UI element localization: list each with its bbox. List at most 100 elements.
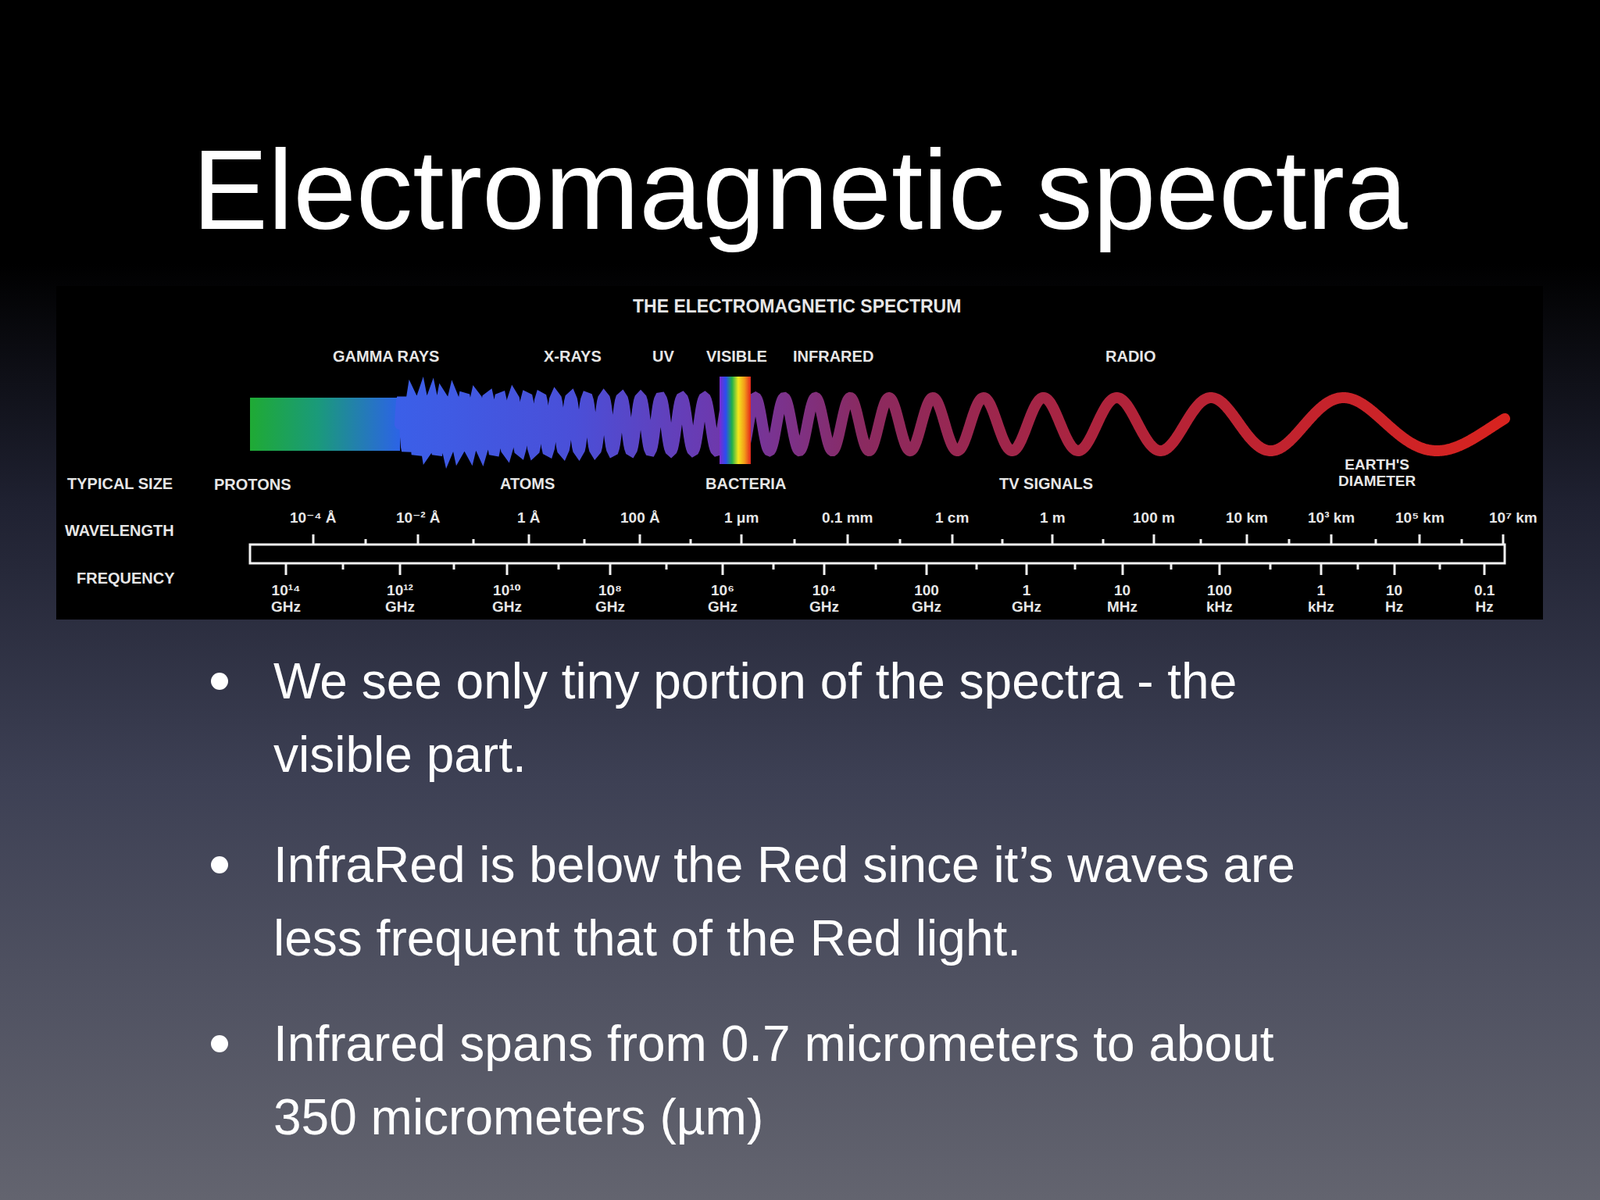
scale-tick: [1375, 539, 1378, 545]
scale-ticks: [285, 534, 1504, 575]
frequency-value: 100 kHz: [1206, 582, 1233, 615]
scale-tick: [1393, 563, 1397, 575]
scale-tick: [1330, 534, 1333, 545]
frequency-value: 1 kHz: [1307, 582, 1335, 615]
scale-tick: [721, 563, 725, 575]
scale-tick: [1460, 539, 1464, 545]
scale-tick: [1269, 563, 1272, 570]
scale-tick: [1025, 563, 1029, 575]
row-header: FREQUENCY: [76, 569, 175, 587]
scale-tick: [899, 539, 902, 545]
wavelength-value: 10 km: [1225, 509, 1268, 527]
wavelength-value: 1 cm: [935, 509, 969, 527]
band-name: VISIBLE: [706, 347, 768, 365]
scale-tick: [689, 539, 693, 545]
chart-ground: [56, 285, 1543, 620]
scale-tick: [1102, 539, 1105, 545]
scale-tick: [1288, 539, 1291, 545]
scale-tick: [1502, 534, 1505, 545]
scale-tick: [312, 534, 315, 545]
scale-tick: [1483, 563, 1486, 575]
scale-tick: [1218, 563, 1222, 575]
scale-tick: [875, 563, 878, 570]
size-example: TV SIGNALS: [999, 475, 1093, 493]
scale-tick: [399, 563, 402, 575]
wavelength-value: 10⁻² Å: [396, 509, 441, 527]
size-example: ATOMS: [500, 475, 555, 493]
scale-tick: [1246, 534, 1249, 545]
scale-tick: [417, 534, 420, 545]
bullet-text: We see only tiny portion of the spectra …: [273, 644, 1368, 792]
visible-band: [719, 376, 751, 465]
size-example: EARTH'S DIAMETER: [1338, 456, 1416, 490]
row-header: WAVELENGTH: [64, 521, 175, 540]
scale-tick: [665, 563, 668, 570]
scale-tick: [951, 534, 954, 545]
scale-tick: [1320, 563, 1323, 575]
wavelength-value: 10⁷ km: [1489, 509, 1538, 527]
band-name: GAMMA RAYS: [332, 347, 440, 365]
wavelength-value: 1 Å: [517, 509, 541, 527]
frequency-value: 100 GHz: [911, 582, 942, 615]
scale-tick: [472, 539, 475, 545]
scale-tick: [1200, 539, 1203, 545]
scale-tick: [342, 563, 345, 570]
scale-tick: [639, 534, 642, 545]
scale-tick: [740, 534, 743, 545]
scale-tick: [1153, 534, 1156, 545]
frequency-value: 10¹² GHz: [385, 582, 415, 615]
frequency-value: 10⁸ GHz: [595, 582, 625, 615]
scale-tick: [846, 534, 850, 545]
frequency-value: 10 MHz: [1107, 582, 1138, 615]
band-name: RADIO: [1105, 347, 1156, 365]
scale-tick: [1418, 534, 1422, 545]
bullet-text: Infrared spans from 0.7 micrometers to a…: [273, 1007, 1368, 1154]
scale-tick: [1001, 539, 1004, 545]
band-name: UV: [652, 347, 675, 365]
bullet-dots: [210, 672, 229, 1053]
scale-tick: [1051, 534, 1054, 545]
frequency-value: 10¹⁴ GHz: [271, 582, 301, 615]
scale-tick: [793, 539, 797, 545]
scale-tick: [609, 563, 612, 575]
scale-tick: [1170, 563, 1173, 570]
band-name: X-RAYS: [543, 347, 602, 365]
scale-tick: [772, 563, 775, 570]
scale-tick: [364, 539, 368, 545]
wavelength-value: 10⁵ km: [1395, 509, 1445, 527]
wavelength-value: 10³ km: [1307, 509, 1355, 527]
wavelength-value: 0.1 mm: [821, 509, 873, 527]
scale-tick: [1439, 563, 1442, 570]
scale-tick: [1357, 563, 1360, 570]
scale-tick: [285, 563, 288, 575]
scale-tick: [1074, 563, 1077, 570]
scale-tick: [528, 534, 531, 545]
scale-tick: [557, 563, 561, 570]
scale-tick: [823, 563, 826, 575]
scale-tick: [453, 563, 456, 570]
bullet-text: InfraRed is below the Red since it’s wav…: [273, 828, 1368, 975]
frequency-value: 10¹⁰ GHz: [492, 582, 522, 615]
band-name: INFRARED: [792, 347, 874, 365]
frequency-value: 1 GHz: [1011, 582, 1042, 615]
wavelength-value: 10⁻⁴ Å: [289, 509, 337, 527]
size-example: BACTERIA: [705, 475, 786, 493]
frequency-value: 10⁴ GHz: [809, 582, 840, 615]
size-example: PROTONS: [214, 475, 292, 493]
scale-tick: [506, 563, 509, 575]
slide-title: Electromagnetic spectra: [0, 133, 1600, 247]
frequency-value: 0.1 Hz: [1474, 582, 1495, 615]
scale-tick: [1121, 563, 1125, 575]
scale-tick: [975, 563, 979, 570]
chart-title: THE ELECTROMAGNETIC SPECTRUM: [632, 297, 961, 315]
row-header: TYPICAL SIZE: [67, 475, 173, 493]
wavelength-value: 1 μm: [724, 509, 759, 527]
frequency-value: 10⁶ GHz: [707, 582, 738, 615]
gamma-block: [250, 397, 400, 451]
scale-tick: [925, 563, 929, 575]
scale-tick: [583, 539, 586, 545]
frequency-value: 10 Hz: [1385, 582, 1404, 615]
wavelength-value: 1 m: [1039, 509, 1066, 527]
wavelength-value: 100 m: [1132, 509, 1175, 527]
scale-bar: [250, 544, 1505, 564]
